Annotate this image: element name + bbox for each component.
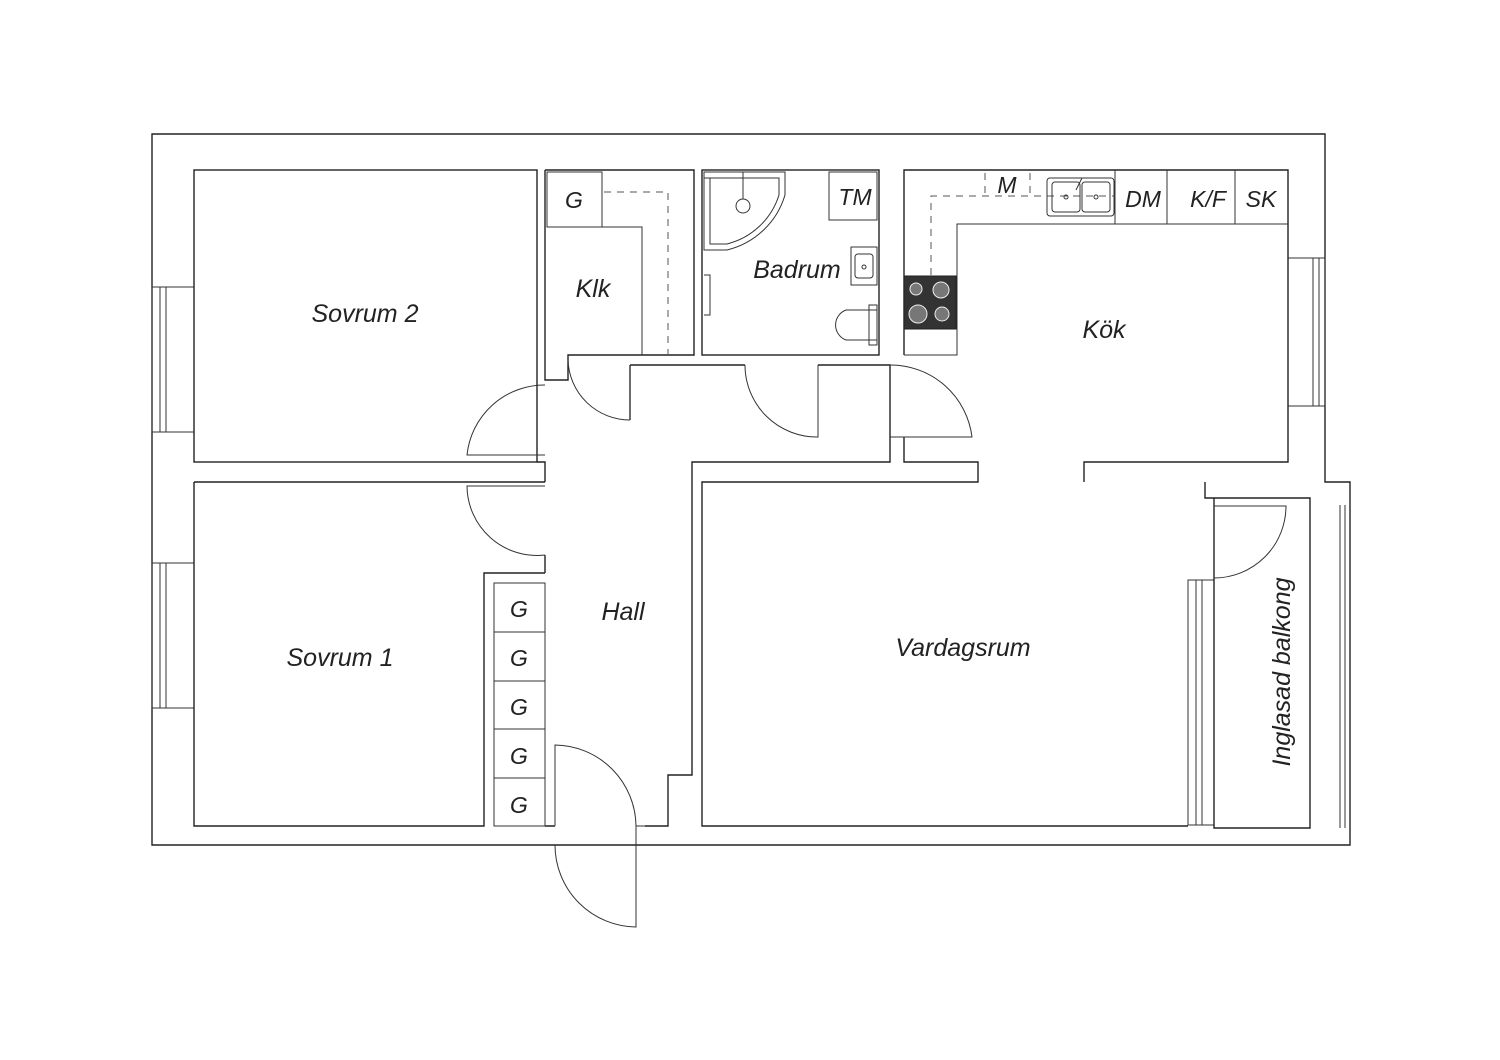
door-kok [889,364,973,438]
door-sovrum-1 [466,485,546,556]
toilet-icon [835,304,878,346]
room-label-sovrum-2: Sovrum 2 [312,300,419,328]
klk-wardrobe [546,171,603,228]
room-label-badrum: Badrum [753,256,841,284]
door-badrum [744,364,819,438]
tm-box [828,171,878,221]
hall-wardrobe-label: G [510,792,528,818]
room-sovrum-1: Sovrum 1 [193,481,545,827]
door-klk [567,359,631,421]
room-badrum: TM Badrum [701,169,880,356]
window-sovrum-2 [151,286,195,433]
door-balkong [1213,505,1287,579]
klk-wardrobe-label: G [565,187,583,213]
hall-wardrobe-label: G [510,645,528,671]
kf-label: K/F [1190,186,1228,212]
room-label-vardagsrum: Vardagsrum [895,634,1030,662]
door-entrance [554,744,645,928]
room-klk: G Klk [545,169,695,356]
room-label-sovrum-1: Sovrum 1 [287,644,394,672]
dm-label: DM [1125,186,1162,212]
sink-icon [850,246,878,286]
inner-walls [537,170,1311,829]
window-balkong [1187,505,1346,828]
door-sovrum-2 [466,384,546,456]
room-label-hall: Hall [601,598,646,626]
window-kok [1287,257,1326,407]
hall-wardrobe-label: G [510,694,528,720]
room-label-balkong: Inglasad balkong [1268,577,1296,766]
stove-icon [903,275,957,330]
hall-wardrobes: G G G G G [493,582,546,827]
outer-walls [151,133,1351,846]
m-label: M [997,172,1017,198]
hall-wardrobe-label: G [510,743,528,769]
window-sovrum-1 [151,562,195,709]
hall-wardrobe-label: G [510,596,528,622]
room-label-kok: Kök [1082,316,1127,344]
sk-label: SK [1246,186,1278,212]
room-label-klk: Klk [576,275,612,303]
shower-icon [703,171,786,251]
room-kok: M DM K/F SK Kök [903,169,1289,356]
tm-label: TM [838,184,872,210]
kitchen-sink-icon [1046,177,1115,217]
room-sovrum-2: Sovrum 2 [193,169,538,463]
